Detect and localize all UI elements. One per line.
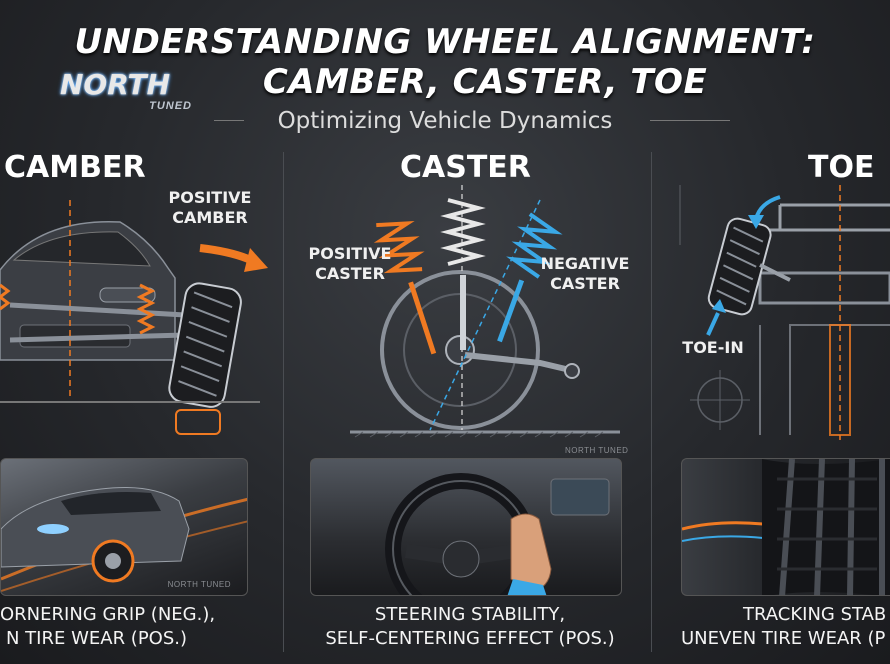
positive-caster-line-1: POSITIVE xyxy=(308,244,392,263)
caster-wheel xyxy=(380,270,540,430)
caster-photo-steering-wheel xyxy=(310,458,622,596)
divider-right xyxy=(651,152,652,652)
spring-coil xyxy=(136,283,156,335)
positive-caster-line-2: CASTER xyxy=(315,264,385,283)
toe-in-label: TOE-IN xyxy=(682,338,744,357)
subtitle-line-left xyxy=(214,120,244,121)
sports-car-illustration xyxy=(1,487,247,592)
toe-heading: TOE xyxy=(808,150,875,185)
negative-caster-spring xyxy=(506,212,563,279)
title-line-1: UNDERSTANDING WHEEL ALIGNMENT: xyxy=(74,22,816,62)
caster-control-arm xyxy=(464,352,571,373)
toe-crossmember xyxy=(758,271,890,305)
caster-heading: CASTER xyxy=(400,150,531,185)
toe-caption-line-1: TRACKING STAB xyxy=(743,604,887,625)
positive-caster-spring xyxy=(373,221,425,274)
divider-left xyxy=(283,152,284,652)
camber-diagram xyxy=(0,200,268,435)
toe-caption-line-2: UNEVEN TIRE WEAR (P xyxy=(681,628,886,649)
camber-arrow xyxy=(199,244,257,266)
toe-arrow-bottom xyxy=(706,312,720,336)
caster-caption-line-1: STEERING STABILITY, xyxy=(374,604,566,625)
lower-arm xyxy=(9,332,186,343)
toe-caption: TRACKING STAB UNEVEN TIRE WEAR (P xyxy=(681,603,890,651)
toe-diagram xyxy=(679,185,890,440)
camber-arrowhead xyxy=(244,248,268,272)
logo-sub: TUNED xyxy=(149,100,192,112)
steering-wheel-illustration xyxy=(385,473,610,595)
title-line-2: CAMBER, CASTER, TOE xyxy=(262,62,708,102)
camber-caption-line-2: N TIRE WEAR (POS.) xyxy=(6,628,188,649)
positive-camber-line-1: POSITIVE xyxy=(168,188,252,207)
negative-caster-line-1: NEGATIVE xyxy=(540,254,630,273)
camber-heading: CAMBER xyxy=(4,150,146,185)
negative-caster-axis xyxy=(429,199,541,431)
camber-photo-watermark: NORTH TUNED xyxy=(167,580,231,589)
toe-photo-tire-closeup xyxy=(681,458,890,596)
upper-arm xyxy=(9,302,186,318)
north-tuned-logo: NORTH TUNED xyxy=(60,68,192,112)
camber-caption-line-1: ORNERING GRIP (NEG.), xyxy=(0,604,216,625)
caster-caption-line-2: SELF-CENTERING EFFECT (POS.) xyxy=(325,628,615,649)
logo-word: NORTH xyxy=(60,68,171,101)
positive-caster-label: POSITIVE CASTER xyxy=(305,244,395,284)
hand xyxy=(510,513,552,592)
negative-caster-line-2: CASTER xyxy=(550,274,620,293)
positive-camber-label: POSITIVE CAMBER xyxy=(160,188,260,228)
caster-diagram xyxy=(350,185,620,438)
subtitle: Optimizing Vehicle Dynamics xyxy=(277,108,613,134)
toe-tire xyxy=(707,217,772,316)
tire-tread-illustration xyxy=(682,459,890,595)
caster-caption: STEERING STABILITY, SELF-CENTERING EFFEC… xyxy=(300,603,640,651)
positive-camber-line-2: CAMBER xyxy=(172,208,248,227)
negative-caster-label: NEGATIVE CASTER xyxy=(535,254,635,294)
caster-watermark: NORTH TUNED xyxy=(565,446,629,455)
contact-patch xyxy=(175,409,221,435)
camber-caption: ORNERING GRIP (NEG.), N TIRE WEAR (POS.) xyxy=(0,603,245,651)
camber-photo-sports-car: NORTH TUNED xyxy=(0,458,248,596)
chassis-frame xyxy=(765,203,890,232)
subtitle-line-right xyxy=(650,120,730,121)
left-spring-coil xyxy=(0,283,11,311)
neutral-caster-spring xyxy=(440,198,486,266)
windshield xyxy=(12,231,151,267)
subtitle-row: Optimizing Vehicle Dynamics xyxy=(0,106,890,136)
